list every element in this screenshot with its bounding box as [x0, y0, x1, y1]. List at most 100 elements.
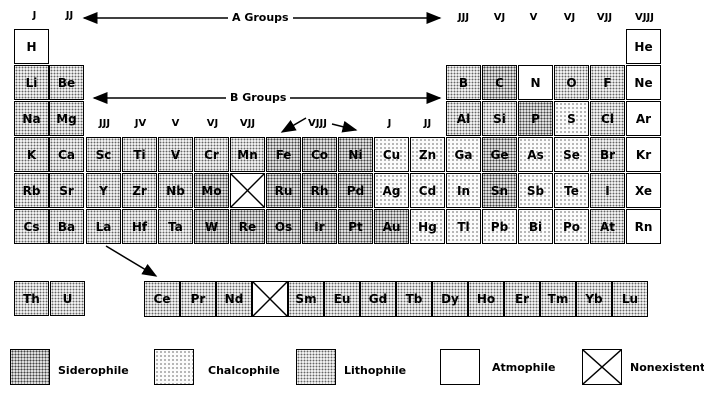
- element-o: O: [554, 65, 589, 100]
- group-header-7: VJJ: [596, 12, 613, 23]
- element-ba: Ba: [49, 209, 84, 244]
- element-si: Si: [482, 101, 517, 136]
- element-zn: Zn: [410, 137, 445, 172]
- b-header-6: VJ: [206, 118, 219, 129]
- element-symbol: Te: [564, 183, 579, 198]
- element-ru: Ru: [266, 173, 301, 208]
- element-symbol: Lu: [621, 292, 639, 306]
- element-gd: Gd: [360, 281, 396, 317]
- element-symbol: N: [530, 75, 541, 90]
- element-symbol: Cr: [204, 147, 219, 162]
- element-symbol: La: [95, 219, 112, 234]
- element-as: As: [518, 137, 553, 172]
- element-ne: Ne: [626, 65, 661, 100]
- element-lu: Lu: [612, 281, 648, 317]
- b-header-4: JV: [134, 118, 147, 129]
- viii-arrow-left: [280, 117, 307, 133]
- element-y: Y: [86, 173, 121, 208]
- group-header-1: J: [32, 10, 37, 21]
- element-symbol: Rh: [310, 183, 329, 198]
- element-symbol: Tl: [457, 219, 470, 234]
- element-symbol: Sb: [526, 183, 545, 198]
- element-br: Br: [590, 137, 625, 172]
- element-al: Al: [446, 101, 481, 136]
- element-symbol: Th: [23, 291, 40, 306]
- legend-swatch-nonexistent: [582, 349, 622, 385]
- element-symbol: Nb: [166, 183, 185, 198]
- element-ce: Ce: [144, 281, 180, 317]
- viii-arrow-right: [331, 120, 358, 133]
- element-re: Re: [230, 209, 265, 244]
- element-s: S: [554, 101, 589, 136]
- element-tb: Tb: [396, 281, 432, 317]
- element-au: Au: [374, 209, 409, 244]
- element-symbol: I: [605, 183, 610, 198]
- legend-swatch-chalcophile: [154, 349, 194, 385]
- element-symbol: Ge: [490, 147, 509, 162]
- element-symbol: Hf: [131, 219, 148, 234]
- element-symbol: He: [634, 39, 653, 54]
- element-symbol: Sr: [59, 183, 74, 198]
- element-co: Co: [302, 137, 337, 172]
- element-ca: Ca: [49, 137, 84, 172]
- element-li: Li: [14, 65, 49, 100]
- legend-swatch-lithophile: [296, 349, 336, 385]
- element-pr: Pr: [180, 281, 216, 317]
- element-dy: Dy: [432, 281, 468, 317]
- element-symbol: Bi: [528, 219, 543, 234]
- element-sb: Sb: [518, 173, 553, 208]
- element-symbol: Co: [310, 147, 329, 162]
- element-symbol: Pb: [490, 219, 509, 234]
- element-symbol: Yb: [585, 292, 603, 306]
- element-symbol: Ag: [382, 183, 401, 198]
- element-symbol: W: [204, 219, 219, 234]
- element-u: U: [50, 281, 85, 316]
- element-symbol: Sn: [490, 183, 509, 198]
- element-symbol: Al: [456, 111, 471, 126]
- element-symbol: Zr: [132, 183, 147, 198]
- element-k: K: [14, 137, 49, 172]
- element-sr: Sr: [49, 173, 84, 208]
- legend-label-siderophile: Siderophile: [58, 364, 129, 377]
- element-symbol: Mg: [56, 111, 77, 126]
- element-symbol: Ti: [133, 147, 146, 162]
- element-symbol: Nd: [224, 292, 244, 306]
- element-symbol: K: [26, 147, 37, 162]
- element-at: At: [590, 209, 625, 244]
- b-header-2: JJ: [423, 118, 432, 129]
- legend-label-nonexistent: Nonexistent: [630, 361, 704, 374]
- element-symbol: Po: [562, 219, 581, 234]
- element-symbol: Eu: [333, 292, 351, 306]
- element-la: La: [86, 209, 121, 244]
- element-symbol: Er: [514, 292, 530, 306]
- element-n: N: [518, 65, 553, 100]
- group-header-6: VJ: [563, 12, 576, 23]
- lanthanide-arrow: [105, 245, 158, 277]
- element-b: B: [446, 65, 481, 100]
- nonexistent-cell: [230, 173, 265, 208]
- element-symbol: Ne: [634, 75, 653, 90]
- element-ga: Ga: [446, 137, 481, 172]
- element-symbol: Zn: [418, 147, 437, 162]
- element-tm: Tm: [540, 281, 576, 317]
- b-groups-label: B Groups: [226, 91, 291, 104]
- element-he: He: [626, 29, 661, 64]
- element-se: Se: [554, 137, 589, 172]
- element-ag: Ag: [374, 173, 409, 208]
- element-symbol: Pt: [348, 219, 363, 234]
- element-hg: Hg: [410, 209, 445, 244]
- element-er: Er: [504, 281, 540, 317]
- element-symbol: Cs: [23, 219, 40, 234]
- legend-label-lithophile: Lithophile: [344, 364, 407, 377]
- element-ge: Ge: [482, 137, 517, 172]
- element-symbol: Gd: [368, 292, 388, 306]
- element-pd: Pd: [338, 173, 373, 208]
- element-mo: Mo: [194, 173, 229, 208]
- element-symbol: Tb: [405, 292, 423, 306]
- element-h: H: [14, 29, 49, 64]
- element-symbol: Rn: [634, 219, 653, 234]
- element-mg: Mg: [49, 101, 84, 136]
- group-header-3: JJJ: [457, 12, 470, 23]
- element-symbol: Ta: [168, 219, 183, 234]
